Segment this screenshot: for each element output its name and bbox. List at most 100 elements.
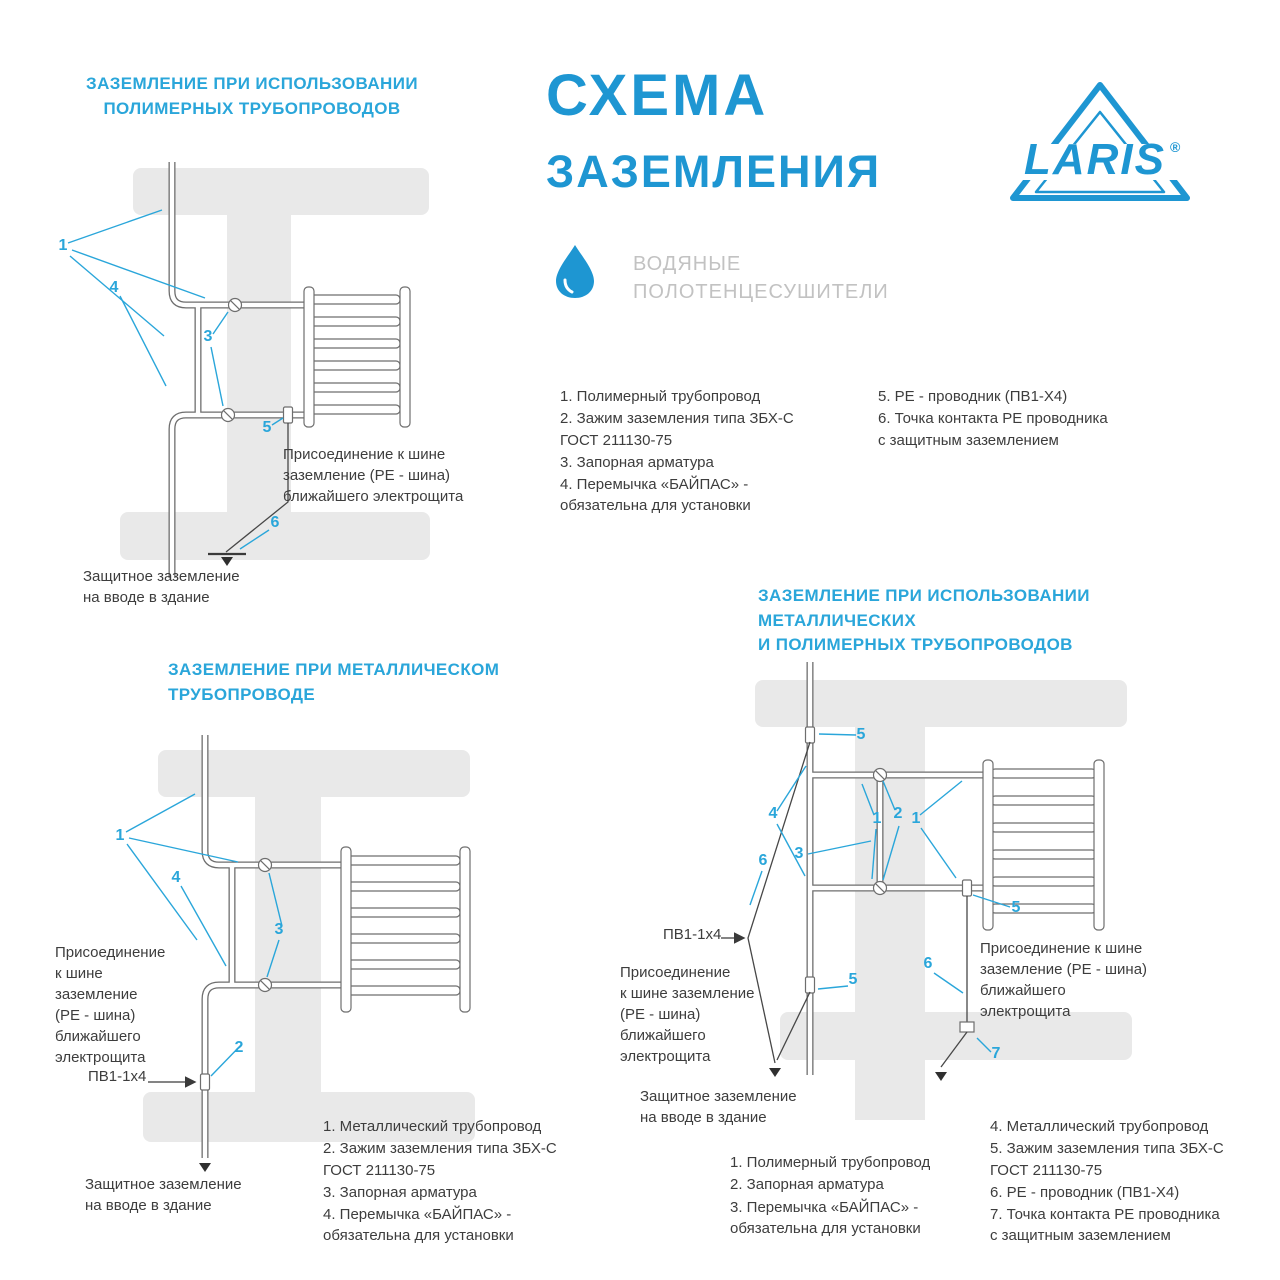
wire-type-label-mixed: ПВ1-1х4 (663, 926, 722, 943)
contact-box (959, 1021, 975, 1033)
callout-number: 4 (172, 869, 181, 886)
valve-icon (227, 297, 243, 313)
wire-type-label-metal: ПВ1-1х4 (88, 1068, 147, 1085)
callout-numbers: 1 4 3 5 6 (59, 237, 280, 531)
valve-icon (872, 767, 888, 783)
pipes (201, 735, 343, 1158)
callout-number: 2 (235, 1039, 244, 1056)
ground-note-mixed: Защитное заземление на вводе в здание (640, 1088, 797, 1126)
legend-item: 3. Запорная арматура (560, 453, 714, 471)
legend-item: 4. Перемычка «БАЙПАС» - обязательна для … (323, 1206, 514, 1245)
legend-mixed-col1: 1. Полимерный трубопровод 2. Запорная ар… (730, 1152, 965, 1240)
legend-item: 2. Зажим заземления типа ЗБХ-С ГОСТ 2111… (560, 410, 794, 449)
pe-bus-note-mixed-left: Присоединение к шине заземление (PE - ши… (620, 964, 755, 1065)
wall-beam (120, 168, 430, 560)
callout-number: 3 (795, 845, 804, 862)
callout-number: 5 (857, 726, 866, 743)
ground-clamp-icon (282, 406, 294, 424)
ground-symbol (769, 1068, 781, 1077)
diagram-mixed-piping: 5 4 1 2 1 3 6 5 6 5 7 (721, 662, 1132, 1120)
main-title-line1: СХЕМА (546, 63, 769, 128)
main-title-line2: ЗАЗЕМЛЕНИЯ (546, 146, 882, 197)
legend-item: 2. Зажим заземления типа ЗБХ-С ГОСТ 2111… (323, 1140, 557, 1179)
ground-clamp-icon (804, 976, 816, 994)
towel-radiator (303, 286, 411, 428)
legend-metal: 1. Металлический трубопровод 2. Зажим за… (323, 1116, 568, 1248)
legend-item: 6. PE - проводник (ПВ1-Х4) (990, 1183, 1180, 1201)
diagram-polymer-piping: 1 4 3 5 6 (59, 162, 430, 578)
callout-arrows (749, 733, 1011, 1053)
callout-number: 4 (769, 805, 778, 822)
legend-item: 5. Зажим заземления типа ЗБХ-С ГОСТ 2111… (990, 1140, 1224, 1179)
callout-number: 6 (759, 852, 768, 869)
callout-number: 3 (204, 328, 213, 345)
legend-item: 1. Металлический трубопровод (323, 1118, 542, 1135)
legend-item: 3. Запорная арматура (323, 1183, 477, 1201)
ground-symbol (935, 1072, 947, 1081)
callout-numbers: 1 4 3 2 (116, 827, 284, 1056)
callout-arrows (67, 209, 284, 550)
legend-item: 7. Точка контакта PE проводника с защитн… (990, 1206, 1220, 1245)
valve-icon (257, 857, 273, 873)
pipes (168, 162, 306, 578)
callout-number: 5 (849, 971, 858, 988)
water-drop-icon (556, 245, 594, 298)
legend-item: 6. Точка контакта PE проводника с защитн… (878, 410, 1108, 449)
pe-conductor-left (747, 741, 811, 1077)
registered-mark: ® (1170, 139, 1181, 155)
pe-bus-note-polymer: Присоединение к шине заземление (PE - ши… (283, 446, 464, 505)
laris-logo: LARIS ® (1008, 82, 1192, 201)
ground-note-metal: Защитное заземление на вводе в здание (85, 1176, 242, 1214)
callout-number: 3 (275, 921, 284, 938)
callout-number: 2 (894, 805, 903, 822)
callout-number: 1 (873, 810, 882, 827)
ground-note-polymer: Защитное заземление на вводе в здание (83, 568, 240, 606)
legend-item: 1. Полимерный трубопровод (560, 388, 761, 405)
logo-brand-text: LARIS (1024, 135, 1166, 184)
legend-top-col1: 1. Полимерный трубопровод 2. Зажим зазем… (560, 386, 865, 518)
legend-item: 2. Запорная арматура (730, 1176, 884, 1194)
towel-radiator (982, 759, 1105, 931)
diagram-metal-piping: 1 4 3 2 (116, 735, 475, 1172)
valve-icon (220, 407, 236, 423)
legend-top-col2: 5. PE - проводник (ПВ1-Х4) 6. Точка конт… (878, 386, 1178, 452)
ground-symbol (199, 1163, 211, 1172)
pe-bus-note-metal: Присоединение к шине заземление (PE - ши… (55, 944, 166, 1066)
ground-clamp-icon (804, 726, 816, 744)
callout-number: 4 (110, 279, 119, 296)
ground-clamp-icon (199, 1073, 211, 1091)
legend-item: 5. PE - проводник (ПВ1-Х4) (878, 388, 1068, 405)
callout-number: 7 (992, 1045, 1001, 1062)
logo-triangle-icon (1010, 82, 1190, 201)
legend-item: 4. Перемычка «БАЙПАС» - обязательна для … (560, 476, 751, 515)
callout-number: 1 (912, 810, 921, 827)
legend-item: 1. Полимерный трубопровод (730, 1154, 931, 1171)
product-subtitle-line2: ПОЛОТЕНЦЕСУШИТЕЛИ (633, 281, 889, 303)
valve-icon (257, 977, 273, 993)
legend-mixed-col2: 4. Металлический трубопровод 5. Зажим за… (990, 1116, 1240, 1248)
pipes (806, 662, 985, 1075)
product-subtitle-line1: ВОДЯНЫЕ (633, 253, 742, 275)
callout-arrows (125, 793, 283, 1077)
pe-conductor (208, 423, 289, 566)
pe-conductor-right (935, 896, 975, 1081)
legend-item: 4. Металлический трубопровод (990, 1118, 1209, 1135)
section-title-metal: ЗАЗЕМЛЕНИЕ ПРИ МЕТАЛЛИЧЕСКОМ ТРУБОПРОВОД… (168, 660, 500, 704)
callout-number: 5 (263, 419, 272, 436)
callout-number: 1 (116, 827, 125, 844)
callout-number: 5 (1012, 899, 1021, 916)
ground-clamp-icon (961, 879, 973, 897)
section-title-polymer: ЗАЗЕМЛЕНИЕ ПРИ ИСПОЛЬЗОВАНИИ ПОЛИМЕРНЫХ … (86, 74, 418, 118)
wall-beam (143, 750, 475, 1142)
valve-icon (872, 880, 888, 896)
legend-item: 3. Перемычка «БАЙПАС» - обязательна для … (730, 1198, 921, 1237)
towel-radiator (340, 846, 471, 1013)
ground-symbol (221, 557, 233, 566)
callout-number: 6 (924, 955, 933, 972)
callout-number: 6 (271, 514, 280, 531)
wall-beam (755, 680, 1132, 1120)
callout-numbers: 5 4 1 2 1 3 6 5 6 5 7 (759, 726, 1021, 1062)
section-title-mixed: ЗАЗЕМЛЕНИЕ ПРИ ИСПОЛЬЗОВАНИИ МЕТАЛЛИЧЕСК… (758, 586, 1090, 655)
pe-bus-note-mixed-right: Присоединение к шине заземление (PE - ши… (980, 940, 1148, 1020)
